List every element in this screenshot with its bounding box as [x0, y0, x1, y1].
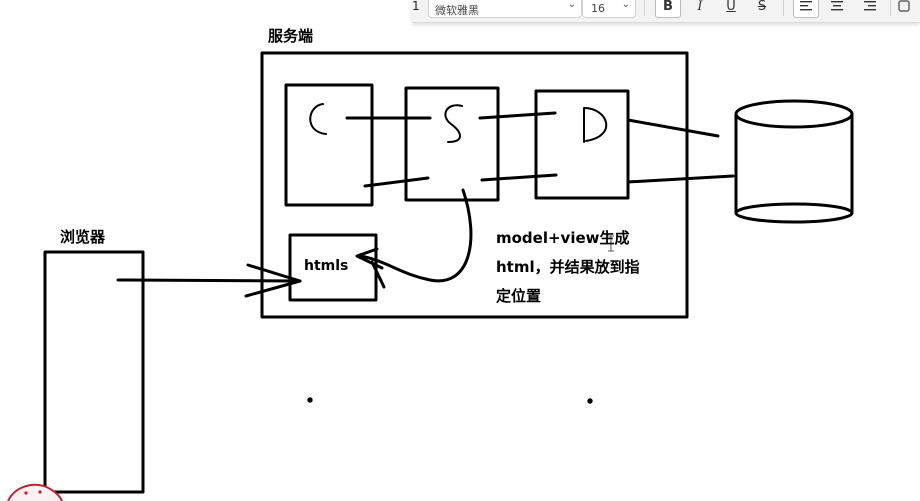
- note-line-1: model+view生成: [496, 229, 630, 247]
- dao-letter: D: [580, 120, 581, 121]
- database-body: [734, 112, 854, 215]
- font-family-select[interactable]: 微软雅黑 ⌄: [428, 0, 582, 18]
- d-to-db-line: [626, 118, 720, 138]
- align-right-button[interactable]: [858, 0, 882, 17]
- toolbar-divider: [644, 0, 645, 16]
- align-left-icon: [800, 1, 812, 11]
- toolbar-divider: [783, 0, 784, 16]
- chevron-down-icon: ⌄: [621, 0, 630, 10]
- note-line-2: html，并结果放到指: [496, 258, 640, 276]
- letter-d: [583, 107, 608, 143]
- align-center-button[interactable]: [825, 0, 849, 17]
- browser-to-htmls-arrowhead: [244, 263, 302, 298]
- more-format-button[interactable]: [896, 0, 912, 17]
- server-title: 服务端: [268, 27, 314, 45]
- browser-title: 浏览器: [60, 228, 106, 246]
- align-left-button[interactable]: [793, 0, 819, 18]
- controller-box: [284, 83, 374, 207]
- font-family-value: 微软雅黑: [435, 4, 479, 17]
- s-to-d-line: [478, 111, 557, 120]
- font-size-value: 16: [591, 2, 605, 15]
- align-right-icon: [864, 1, 876, 11]
- ink-dot: [587, 398, 593, 404]
- browser-to-htmls-arrow: [116, 278, 302, 283]
- letter-c: [309, 103, 327, 135]
- mascot-dot: [24, 491, 28, 495]
- strikethrough-button[interactable]: S: [757, 0, 767, 14]
- italic-button[interactable]: I: [697, 0, 703, 14]
- d-to-s-return-line: [480, 173, 558, 182]
- htmls-label: htmls: [304, 258, 349, 274]
- ink-dot: [307, 397, 313, 403]
- format-toolbar: 1 微软雅黑 ⌄ 16 ⌄ B I U S: [412, 0, 920, 23]
- toolbar-divider: [890, 0, 891, 16]
- chevron-down-icon: ⌄: [567, 0, 576, 10]
- service-letter: S: [445, 120, 446, 121]
- s-to-c-return-line: [363, 176, 430, 188]
- align-center-icon: [831, 1, 843, 11]
- checkbox-icon: [898, 0, 910, 12]
- mascot-dot: [38, 490, 42, 494]
- dao-box: [534, 89, 630, 200]
- database-bottom: [734, 202, 854, 224]
- database-top: [734, 99, 854, 129]
- underline-button[interactable]: U: [726, 0, 736, 14]
- db-to-d-line: [626, 174, 735, 184]
- font-size-select[interactable]: 16 ⌄: [582, 0, 636, 18]
- mascot-outline: [7, 483, 63, 501]
- server-box: [260, 51, 689, 319]
- letter-s: [444, 104, 463, 143]
- toolbar-edge-glyph: 1: [412, 0, 420, 13]
- bold-button[interactable]: B: [655, 0, 681, 18]
- service-box: [404, 86, 500, 202]
- note-line-3: 定位置: [496, 287, 542, 305]
- text-cursor-icon: [608, 235, 614, 252]
- controller-letter: C: [300, 120, 301, 121]
- s-to-htmls-arrowhead2: [370, 260, 386, 289]
- s-to-htmls-curve: [358, 188, 473, 283]
- browser-box: [43, 250, 145, 494]
